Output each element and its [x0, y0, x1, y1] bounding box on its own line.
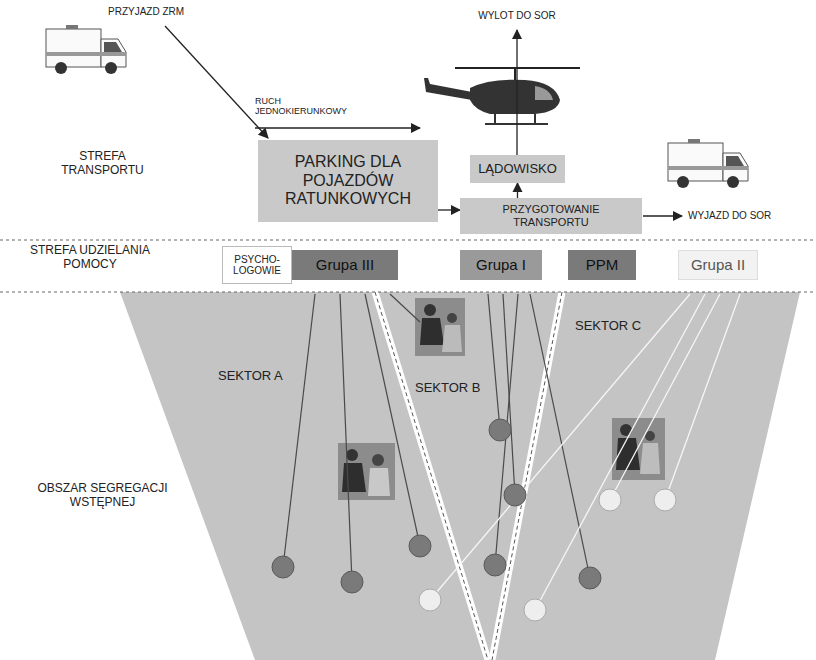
casualties — [272, 419, 676, 621]
zone-label: STREFA TRANSPORTU — [55, 150, 150, 178]
helicopter-window — [535, 86, 553, 100]
one-way-arrow — [255, 127, 420, 128]
casualty-dot — [484, 554, 506, 576]
casualty-line — [665, 294, 740, 500]
casualty-dot — [409, 535, 431, 557]
sector-label: SEKTOR C — [572, 318, 644, 335]
rescuer-photo — [612, 418, 665, 480]
casualty-line — [530, 294, 590, 578]
ambulance-icon — [46, 25, 126, 74]
casualty-line — [365, 294, 420, 546]
ambulance-wheel — [105, 62, 117, 74]
helicopter-tail — [424, 78, 472, 100]
node-text: Grupa II — [691, 256, 745, 273]
group-box: Grupa II — [678, 250, 758, 280]
flow-arrow — [517, 183, 518, 198]
casualty-dot — [599, 489, 621, 511]
node-text: Grupa III — [316, 256, 374, 273]
helicopter-strut — [534, 114, 536, 124]
node-text: PRZYGOTOWANIE TRANSPORTU — [491, 203, 611, 228]
photo-figure — [424, 304, 436, 316]
node-text: PPM — [586, 256, 619, 273]
node-text: Grupa I — [476, 256, 526, 273]
zone-separator — [0, 239, 816, 240]
zone-separator — [0, 291, 816, 292]
ambulance-wheel — [727, 176, 739, 188]
casualty-line — [283, 294, 315, 567]
sector-label: SEKTOR B — [412, 380, 484, 397]
photo-figure — [346, 449, 358, 461]
flow-arrow — [438, 209, 460, 210]
ambulance-wheel — [677, 176, 689, 188]
casualty-dot — [579, 567, 601, 589]
casualty-line — [340, 294, 352, 582]
casualty-dot — [272, 556, 294, 578]
casualty-line — [488, 294, 500, 430]
departure-arrow — [643, 215, 682, 216]
photo-frame — [612, 418, 665, 480]
photo-figure — [420, 318, 444, 345]
helicopter-strut — [494, 114, 496, 124]
landing-box: LĄDOWISKO — [470, 155, 565, 183]
ambulance-window — [104, 42, 122, 52]
ambulance-stripe — [668, 166, 748, 170]
casualty-lines — [283, 294, 590, 582]
parking-box: PARKING DLA POJAZDÓW RATUNKOWYCH — [258, 140, 438, 222]
photo-figure — [442, 325, 462, 352]
helicopter-icon — [424, 68, 580, 124]
rescuer-photo — [415, 298, 465, 356]
arrival-label: PRZYJAZD ZRM — [108, 6, 184, 18]
arrival-arrow — [165, 26, 268, 138]
area-label: OBSZAR SEGREGACJI WSTĘPNEJ — [20, 482, 185, 510]
departure-label: WYJAZD DO SOR — [688, 210, 771, 222]
helicopter-mast — [514, 68, 516, 80]
casualty-dot — [504, 484, 526, 506]
casualty-dot — [489, 419, 511, 441]
ambulance-light — [66, 25, 78, 29]
sector-divider — [492, 292, 562, 660]
casualty-dot — [654, 489, 676, 511]
ambulance-stripe — [46, 52, 126, 56]
photo-figure — [342, 463, 366, 492]
casualty-lines-light — [430, 294, 740, 610]
node-text: LĄDOWISKO — [478, 162, 557, 177]
ambulance-body — [46, 29, 101, 67]
sector-divider-dash — [492, 292, 562, 660]
ambulance-window — [726, 156, 744, 166]
photo-figure — [372, 454, 384, 466]
ambulance-wheel — [55, 62, 67, 74]
casualty-line — [390, 294, 420, 322]
psychologist-box: PSYCHO- LOGOWIE — [222, 246, 292, 284]
departure-arrow — [516, 30, 517, 155]
helicopter-body — [470, 80, 560, 114]
ambulance-light — [688, 139, 700, 143]
group-box: PPM — [568, 250, 636, 280]
group-box: Grupa III — [292, 250, 398, 280]
photo-figure — [447, 313, 457, 323]
photo-figure — [368, 468, 390, 496]
transport-box: PRZYGOTOWANIE TRANSPORTU — [460, 198, 642, 234]
ambulance-body — [668, 143, 723, 181]
node-text: PARKING DLA POJAZDÓW RATUNKOWYCH — [268, 153, 428, 208]
ambulance-icon — [668, 139, 748, 188]
zone-label: STREFA UDZIELANIA POMOCY — [15, 244, 165, 272]
triage-funnel — [120, 292, 800, 660]
photo-frame — [415, 298, 465, 356]
casualty-dot — [341, 571, 363, 593]
casualty-line — [535, 294, 705, 610]
sector-label: SEKTOR A — [215, 368, 286, 385]
casualty-line — [430, 294, 690, 600]
casualty-dot — [524, 599, 546, 621]
traffic-note: RUCH JEDNOKIERUNKOWY — [255, 96, 355, 117]
photo-figure — [640, 443, 660, 474]
group-box: Grupa I — [460, 250, 542, 280]
departure-label: WYLOT DO SOR — [455, 10, 579, 22]
node-text: PSYCHO- LOGOWIE — [229, 254, 285, 277]
casualty-dot — [419, 589, 441, 611]
